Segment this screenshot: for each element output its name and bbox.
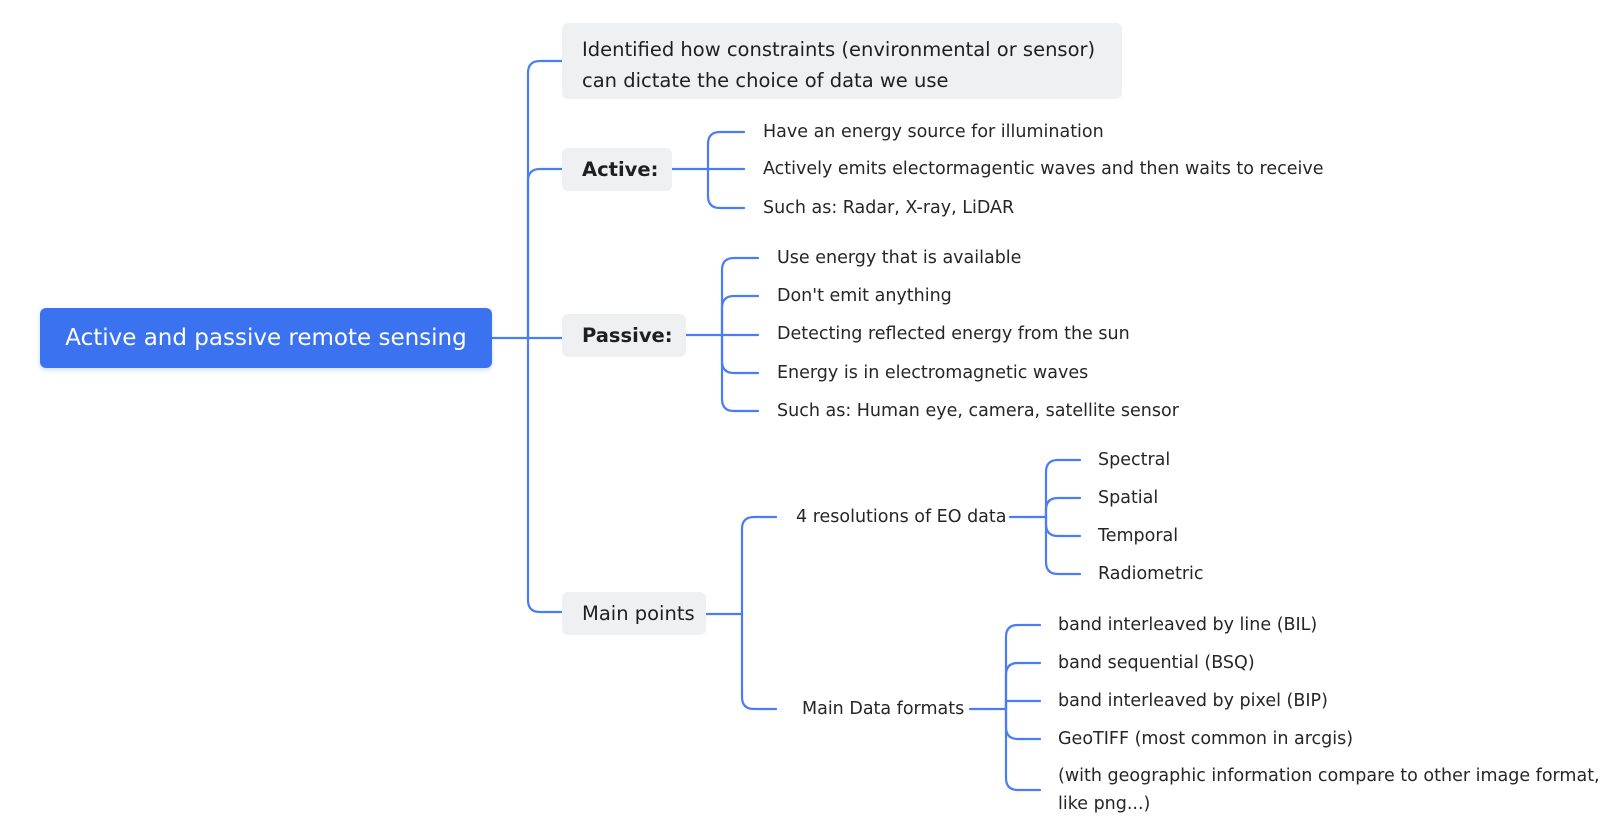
connector-main-points: [526, 336, 564, 614]
resolutions-node[interactable]: 4 resolutions of EO data: [796, 507, 1007, 527]
active-label: Active:: [582, 158, 659, 181]
active-item-2[interactable]: Actively emits electormagentic waves and…: [763, 159, 1324, 179]
passive-item-3[interactable]: Detecting reflected energy from the sun: [777, 324, 1130, 344]
connector-res-3: [1044, 515, 1082, 538]
connector-res-1: [1044, 458, 1082, 519]
connector-active-1: [706, 130, 746, 171]
main-points-node[interactable]: Main points: [562, 592, 706, 635]
passive-item-2[interactable]: Don't emit anything: [777, 286, 952, 306]
connector-fmt-2: [1004, 661, 1042, 711]
connector-resolutions: [740, 515, 778, 616]
connector-res-2: [1044, 496, 1082, 519]
connector-formats: [740, 612, 778, 711]
active-item-3[interactable]: Such as: Radar, X-ray, LiDAR: [763, 198, 1015, 218]
connector-passive-5: [720, 333, 760, 413]
format-item-note[interactable]: (with geographic information compare to …: [1058, 766, 1600, 814]
connector-passive-1: [720, 256, 760, 337]
connector-fmt-3: [1004, 699, 1042, 711]
root-node[interactable]: Active and passive remote sensing: [40, 308, 492, 368]
format-item-bip[interactable]: band interleaved by pixel (BIP): [1058, 691, 1328, 711]
summary-node[interactable]: Identified how constraints (environmenta…: [562, 23, 1122, 99]
active-item-1[interactable]: Have an energy source for illumination: [763, 122, 1104, 142]
main-points-label: Main points: [582, 602, 695, 625]
passive-item-1[interactable]: Use energy that is available: [777, 248, 1022, 268]
connector-fmt-4: [1004, 707, 1042, 741]
passive-item-5[interactable]: Such as: Human eye, camera, satellite se…: [777, 401, 1179, 421]
active-node[interactable]: Active:: [562, 148, 672, 191]
resolution-item-temporal[interactable]: Temporal: [1098, 526, 1179, 546]
resolution-item-spatial[interactable]: Spatial: [1098, 488, 1159, 508]
connector-passive-4: [720, 333, 760, 375]
connector-passive-2: [720, 294, 760, 337]
formats-node[interactable]: Main Data formats: [802, 699, 965, 719]
connector-fmt-5: [1004, 707, 1042, 792]
passive-node[interactable]: Passive:: [562, 314, 686, 357]
format-item-geotiff[interactable]: GeoTIFF (most common in arcgis): [1058, 729, 1354, 749]
connector-res-4: [1044, 515, 1082, 576]
summary-text: Identified how constraints (environmenta…: [582, 37, 1096, 92]
connector-active: [526, 167, 564, 340]
connector-summary: [526, 59, 564, 340]
passive-item-4[interactable]: Energy is in electromagnetic waves: [777, 363, 1089, 383]
connector-fmt-1: [1004, 623, 1042, 711]
format-item-bsq[interactable]: band sequential (BSQ): [1058, 653, 1255, 673]
format-item-bil[interactable]: band interleaved by line (BIL): [1058, 615, 1318, 635]
resolution-item-radiometric[interactable]: Radiometric: [1098, 564, 1204, 584]
passive-label: Passive:: [582, 324, 673, 347]
connector-active-3: [706, 167, 746, 210]
root-label: Active and passive remote sensing: [65, 325, 467, 351]
resolution-item-spectral[interactable]: Spectral: [1098, 450, 1171, 470]
